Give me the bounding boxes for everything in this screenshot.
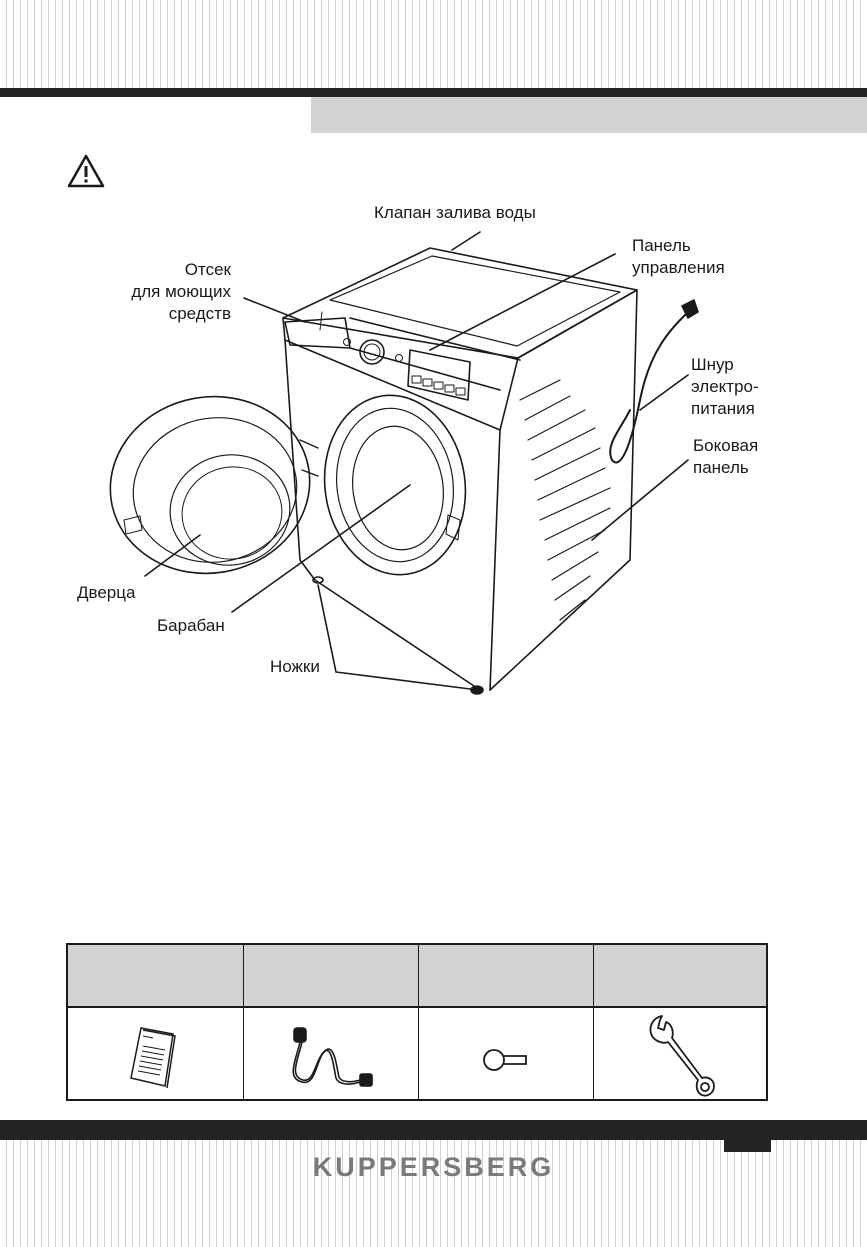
column-divider — [243, 945, 244, 1099]
plug-cap-icon — [483, 1048, 527, 1071]
header-cell-manual — [68, 945, 243, 1006]
column-divider — [593, 945, 594, 1099]
label-control-panel-line1: Панель — [632, 236, 691, 255]
accessories-table — [66, 943, 768, 1101]
table-cell — [594, 1008, 766, 1101]
label-detergent-line3: средств — [168, 304, 231, 323]
bottom-bar — [0, 1120, 867, 1140]
label-cord-line2: электро- — [691, 377, 759, 396]
washing-machine-illustration — [109, 231, 699, 695]
brand-logo: KUPPERSBERG — [312, 1152, 555, 1182]
warning-icon — [67, 154, 105, 188]
table-cell — [419, 1008, 593, 1101]
label-detergent-line2: для моющих — [131, 282, 231, 301]
table-cell — [244, 1008, 418, 1101]
label-side-panel-line1: Боковая — [693, 436, 759, 455]
table-header-row — [68, 945, 766, 1008]
column-divider — [418, 945, 419, 1099]
label-water-valve: Клапан залива воды — [374, 203, 536, 222]
label-detergent-line1: Отсек — [184, 260, 231, 279]
header-cell-cap — [419, 945, 593, 1006]
manual-icon — [129, 1026, 176, 1088]
wrench-icon — [649, 1014, 715, 1096]
label-side-panel-line2: панель — [693, 458, 749, 477]
bottom-stripes — [0, 1140, 867, 1247]
inlet-hose-icon — [292, 1026, 373, 1087]
label-legs: Ножки — [270, 657, 320, 676]
label-cord-line1: Шнур — [691, 355, 734, 374]
label-door: Дверца — [77, 583, 136, 602]
page-number-tab — [724, 1140, 771, 1152]
label-control-panel-line2: управления — [632, 258, 725, 277]
label-drum: Барабан — [157, 616, 225, 635]
label-cord-line3: питания — [691, 399, 755, 418]
top-bar — [0, 88, 867, 97]
top-stripes — [0, 0, 867, 88]
section-banner — [311, 97, 867, 133]
table-cell — [68, 1008, 243, 1101]
header-cell-wrench — [594, 945, 766, 1006]
header-cell-hose — [244, 945, 418, 1006]
